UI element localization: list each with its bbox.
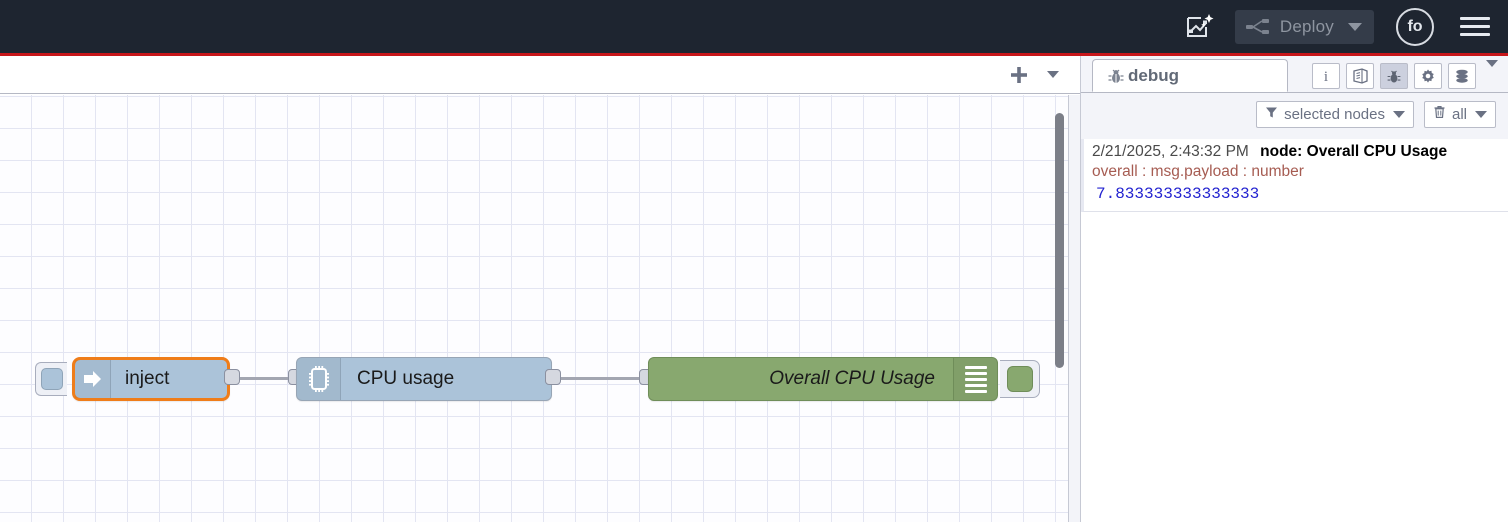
sidebar-tools-chevron-down-icon[interactable] bbox=[1486, 60, 1498, 85]
svg-text:i: i bbox=[1324, 69, 1328, 84]
help-tool-button[interactable] bbox=[1346, 63, 1374, 89]
sidebar-filter-row: selected nodes all bbox=[1081, 93, 1508, 135]
inject-output-port[interactable] bbox=[224, 369, 240, 385]
sidebar-tab-debug-label: debug bbox=[1128, 65, 1179, 85]
debug-node-filter-label: selected nodes bbox=[1284, 105, 1385, 123]
debug-clear-button[interactable]: all bbox=[1423, 100, 1496, 128]
debug-clear-label: all bbox=[1451, 105, 1467, 123]
flow-node-debug[interactable]: Overall CPU Usage bbox=[648, 357, 998, 401]
canvas-vertical-scrollbar[interactable] bbox=[1055, 113, 1064, 368]
hamburger-menu-icon[interactable] bbox=[1460, 12, 1490, 41]
debug-message-source[interactable]: node: Overall CPU Usage bbox=[1260, 143, 1448, 160]
funnel-icon bbox=[1265, 106, 1278, 123]
avatar-initials: fo bbox=[1407, 17, 1423, 35]
chevron-down-icon bbox=[1475, 110, 1487, 118]
bug-icon bbox=[1107, 67, 1125, 85]
wire-inject-to-cpu bbox=[236, 377, 298, 380]
inject-trigger-button[interactable] bbox=[35, 362, 67, 396]
workspace-tabbar bbox=[0, 56, 1080, 94]
flow-menu-button[interactable] bbox=[1040, 60, 1066, 90]
flow-node-inject-label: inject bbox=[125, 368, 170, 389]
flow-canvas[interactable] bbox=[0, 95, 1068, 522]
header-accent-line bbox=[0, 53, 1508, 56]
chevron-down-icon bbox=[1392, 110, 1405, 118]
sidebar-tabrow: debug i bbox=[1081, 56, 1508, 93]
debug-tool-button[interactable] bbox=[1380, 63, 1408, 89]
wire-cpu-to-debug bbox=[556, 377, 650, 380]
debug-message-row[interactable]: 2/21/2025, 2:43:32 PM node: Overall CPU … bbox=[1081, 139, 1508, 212]
trash-icon bbox=[1433, 105, 1446, 123]
debug-message-list[interactable]: 2/21/2025, 2:43:32 PM node: Overall CPU … bbox=[1081, 139, 1508, 522]
config-tool-button[interactable] bbox=[1414, 63, 1442, 89]
canvas-edge bbox=[1068, 95, 1080, 522]
flow-node-cpu-usage-label: CPU usage bbox=[357, 368, 455, 389]
debug-message-topic: overall : msg.payload : number bbox=[1092, 163, 1304, 180]
arrow-right-icon bbox=[75, 360, 111, 398]
chevron-down-icon[interactable] bbox=[1348, 22, 1362, 31]
sidebar-tools: i bbox=[1306, 60, 1508, 92]
flow-node-cpu-usage[interactable]: CPU usage bbox=[296, 357, 552, 401]
debug-lines-icon bbox=[953, 358, 997, 400]
debug-enable-toggle[interactable] bbox=[1000, 360, 1040, 398]
deploy-flow-icon bbox=[1245, 17, 1271, 37]
chevron-down-icon bbox=[1047, 71, 1059, 78]
app-header: Deploy fo bbox=[0, 0, 1508, 53]
cpu-chip-icon bbox=[297, 358, 341, 400]
sidebar-tab-debug[interactable]: debug bbox=[1092, 59, 1288, 92]
context-tool-button[interactable] bbox=[1448, 63, 1476, 89]
deploy-button[interactable]: Deploy bbox=[1234, 9, 1374, 44]
debug-message-value: 7.833333333333333 bbox=[1096, 185, 1260, 203]
flow-node-inject[interactable]: inject bbox=[72, 357, 230, 401]
cpu-output-port[interactable] bbox=[545, 369, 561, 385]
user-avatar[interactable]: fo bbox=[1396, 7, 1434, 46]
debug-node-filter-button[interactable]: selected nodes bbox=[1256, 100, 1414, 128]
ai-flow-sparkle-icon[interactable] bbox=[1181, 9, 1217, 45]
flow-node-debug-label: Overall CPU Usage bbox=[769, 368, 935, 389]
sidebar-panel: debug i bbox=[1080, 56, 1508, 522]
info-tool-button[interactable]: i bbox=[1312, 63, 1340, 89]
debug-message-timestamp: 2/21/2025, 2:43:32 PM bbox=[1092, 143, 1249, 160]
deploy-label: Deploy bbox=[1279, 16, 1334, 36]
add-flow-button[interactable] bbox=[1004, 60, 1034, 90]
